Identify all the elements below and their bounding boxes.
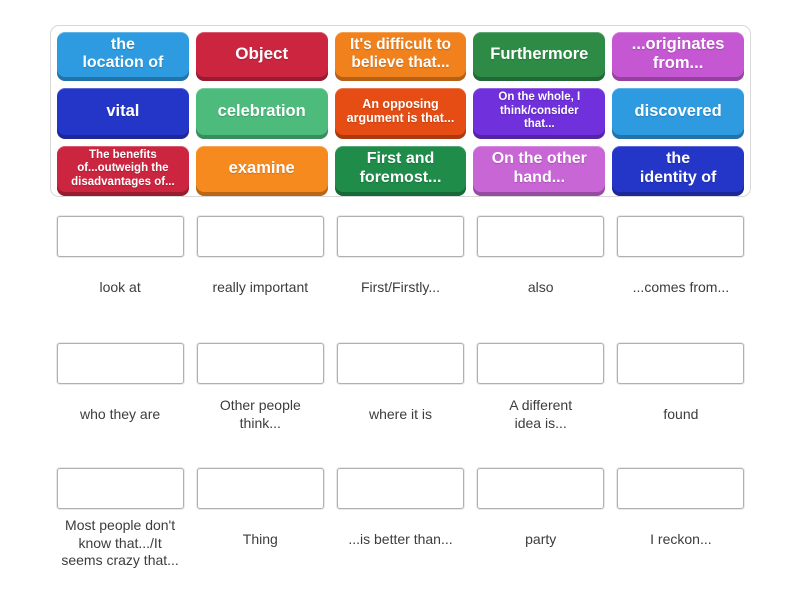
word-tile[interactable]: Furthermore [473,32,606,81]
word-tile[interactable]: the identity of [612,145,744,197]
answer-row: Most people don't know that.../It seems … [50,468,751,570]
answer-cell: where it is [330,343,470,438]
word-tile[interactable]: vital [57,87,189,139]
answer-cell: also [471,216,611,311]
answer-label: look at [99,279,141,296]
word-tile[interactable]: On the other hand... [473,145,606,197]
answer-cell: Thing [190,468,330,570]
drop-slot[interactable] [336,468,464,509]
word-tile[interactable]: An opposing argument is that... [334,87,467,139]
drop-slot[interactable] [56,216,184,257]
word-tile[interactable]: It's difficult to believe that... [334,32,467,81]
answer-cell: really important [190,216,330,311]
answer-label: Most people don't know that.../It seems … [61,517,179,569]
drop-slot[interactable] [617,468,745,509]
word-tile[interactable]: discovered [612,87,744,139]
drop-slot[interactable] [477,343,605,384]
answer-cell: who they are [50,343,190,438]
answer-cell: ...comes from... [611,216,751,311]
answer-cell: found [611,343,751,438]
drop-slot[interactable] [56,468,184,509]
answer-row: look at really important First/Firstly..… [50,216,751,311]
answer-cell: First/Firstly... [330,216,470,311]
drop-slot[interactable] [196,216,324,257]
word-tile[interactable]: celebration [195,87,328,139]
answer-row: who they are Other people think... where… [50,343,751,438]
word-tile[interactable]: the location of [57,32,189,81]
word-tile-board: the location of Object It's difficult to… [50,25,751,197]
answer-cell: A different idea is... [471,343,611,438]
word-tile[interactable]: examine [195,145,328,197]
answer-label: also [527,279,554,296]
word-tile[interactable]: On the whole, I think/consider that... [473,87,606,139]
word-tile[interactable]: The benefits of...outweigh the disadvant… [57,145,189,197]
answer-cell: party [471,468,611,570]
drop-slot[interactable] [196,343,324,384]
answer-label: ...is better than... [348,531,453,548]
answer-cell: look at [50,216,190,311]
drop-slot[interactable] [56,343,184,384]
word-tile[interactable]: First and foremost... [334,145,467,197]
answer-label: really important [212,279,309,296]
drop-slot[interactable] [477,216,605,257]
answer-cell: ...is better than... [330,468,470,570]
drop-slot[interactable] [336,343,464,384]
drop-slot[interactable] [617,216,745,257]
answer-label: I reckon... [650,531,712,548]
drop-slot[interactable] [336,216,464,257]
answer-label: where it is [368,406,432,423]
answer-label: Other people think... [219,397,301,431]
answer-cell: Most people don't know that.../It seems … [50,468,190,570]
answer-label: Thing [242,531,278,548]
answer-label: ...comes from... [632,279,730,296]
answer-cell: I reckon... [611,468,751,570]
answer-label: who they are [80,406,161,423]
answer-label: party [525,531,557,548]
drop-slot[interactable] [617,343,745,384]
drop-slot[interactable] [477,468,605,509]
answer-label: A different idea is... [509,397,573,431]
answer-cell: Other people think... [190,343,330,438]
word-tile[interactable]: Object [195,32,328,81]
drop-slot[interactable] [196,468,324,509]
answer-label: found [663,406,699,423]
answer-label: First/Firstly... [360,279,441,296]
word-tile[interactable]: ...originates from... [612,32,744,81]
